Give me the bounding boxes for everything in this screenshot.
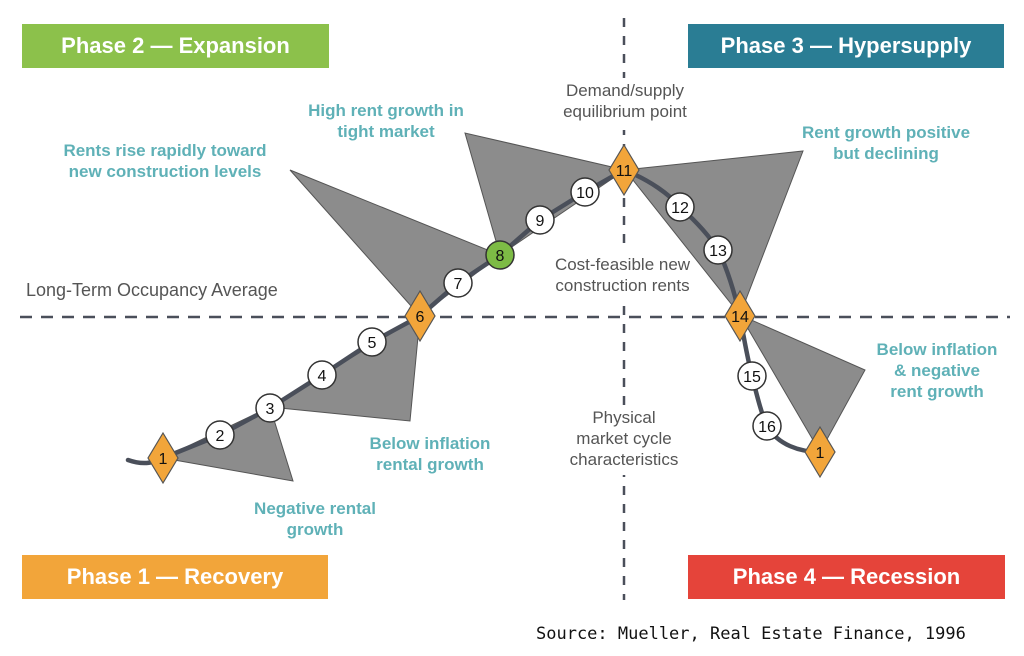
occupancy-average-label: Long-Term Occupancy Average	[26, 280, 278, 300]
cycle-point-5: 5	[357, 327, 387, 357]
cycle-point-label: 1	[816, 445, 825, 462]
cycle-point-label: 15	[743, 369, 761, 386]
cycle-point-label: 16	[758, 419, 776, 436]
cycle-point-4: 4	[307, 360, 337, 390]
wedge-high-rent	[464, 132, 627, 256]
cycle-point-label: 13	[709, 243, 727, 260]
phase-4-recession-header: Phase 4 — Recession	[688, 555, 1005, 599]
cycle-point-label: 9	[536, 213, 545, 230]
cost-feasible-label-bg	[530, 250, 715, 300]
cycle-point-2: 2	[205, 420, 235, 450]
cycle-point-3: 3	[255, 393, 285, 423]
cycle-point-1: 1	[147, 431, 179, 485]
cycle-point-label: 6	[416, 309, 425, 326]
wedge-rents-rise	[289, 169, 502, 317]
cycle-point-14: 14	[724, 289, 756, 343]
phase-1-recovery-header: Phase 1 — Recovery	[22, 555, 328, 599]
cycle-point-8: 8	[485, 240, 515, 270]
cycle-point-9: 9	[525, 205, 555, 235]
cycle-point-label: 2	[216, 428, 225, 445]
cycle-point-10: 10	[570, 177, 600, 207]
cycle-point-16: 16	[752, 411, 782, 441]
cycle-point-label: 11	[616, 163, 633, 180]
cycle-point-12: 12	[665, 192, 695, 222]
cycle-point-label: 1	[159, 451, 168, 468]
cycle-point-15: 15	[737, 361, 767, 391]
cycle-point-6: 6	[404, 289, 436, 343]
cycle-point-label: 5	[368, 335, 377, 352]
cycle-point-11: 11	[608, 143, 640, 197]
wedge-rent-positive	[624, 150, 804, 316]
cycle-point-label: 14	[731, 309, 749, 326]
cycle-point-label: 10	[576, 185, 594, 202]
cycle-point-label: 12	[671, 200, 689, 217]
wedge-below-inflation-neg	[738, 313, 866, 454]
cycle-point-label: 7	[454, 276, 463, 293]
cycle-point-label: 4	[318, 368, 327, 385]
source-citation: Source: Mueller, Real Estate Finance, 19…	[536, 624, 966, 644]
phase-2-expansion-header: Phase 2 — Expansion	[22, 24, 329, 68]
wedge-below-inflation-rental	[268, 315, 421, 422]
cycle-point-7: 7	[443, 268, 473, 298]
physical-label-bg	[548, 405, 700, 475]
cycle-point-label: 3	[266, 401, 275, 418]
cycle-point-label: 8	[496, 248, 505, 265]
equilibrium-label-bg	[540, 78, 710, 130]
cycle-point-17: 1	[804, 425, 836, 479]
phase-3-hypersupply-header: Phase 3 — Hypersupply	[688, 24, 1004, 68]
cycle-point-13: 13	[703, 235, 733, 265]
